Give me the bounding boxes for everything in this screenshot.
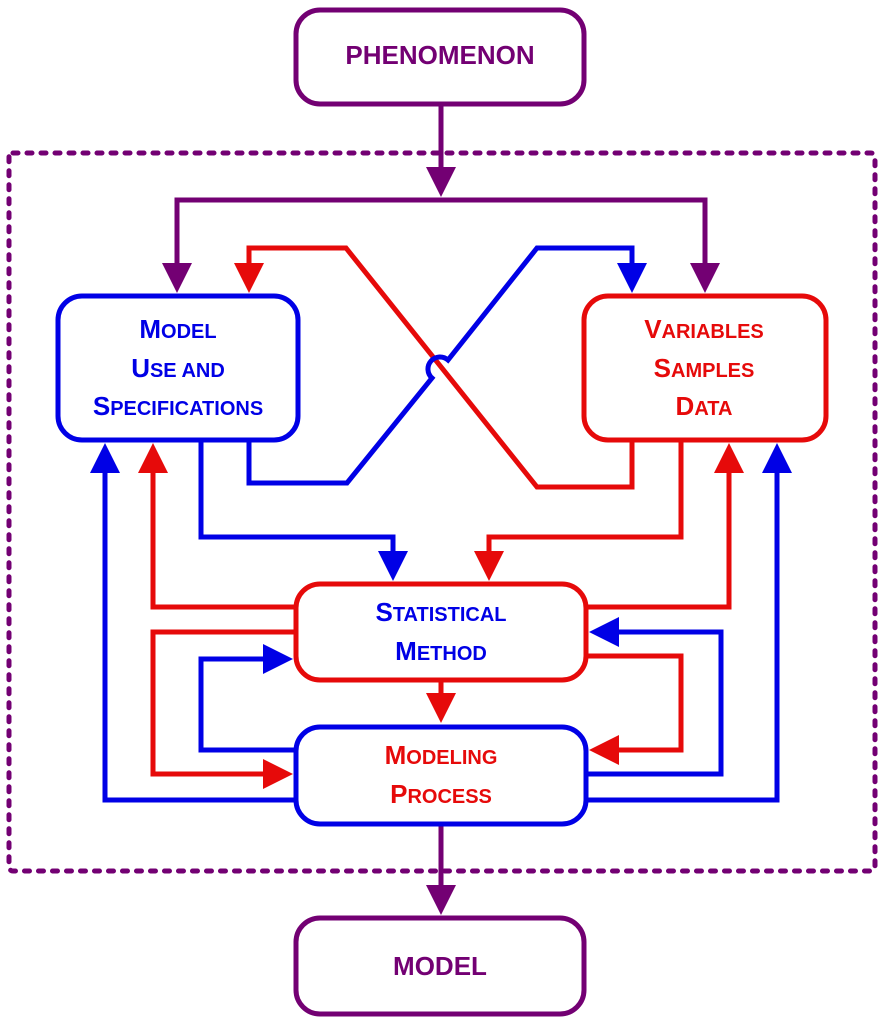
node-modeling-line-1: MODELING xyxy=(385,740,498,770)
node-statistical-line-2: METHOD xyxy=(395,636,487,666)
edge-phenomenon-to-variables xyxy=(441,197,720,293)
node-variables-line-1: VARIABLES xyxy=(644,314,764,344)
node-statistical-method: STATISTICAL METHOD xyxy=(293,581,589,683)
node-modeling-line-2: PROCESS xyxy=(390,779,492,809)
node-model-use-line-1: MODEL xyxy=(139,314,216,344)
edge-phenomenon-to-model-use xyxy=(162,197,441,293)
edge-statistical-to-variables xyxy=(586,443,744,610)
node-model-use-line-3: SPECIFICATIONS xyxy=(93,391,263,421)
node-phenomenon: PHENOMENON xyxy=(293,7,587,107)
edge-modeling-to-variables xyxy=(586,443,792,803)
node-variables: VARIABLES SAMPLES DATA xyxy=(581,293,829,443)
node-model-use: MODEL USE AND SPECIFICATIONS xyxy=(55,293,301,443)
edge-model-use-to-statistical xyxy=(198,440,408,581)
node-model-use-line-2: USE AND xyxy=(131,353,225,383)
node-phenomenon-label: PHENOMENON xyxy=(345,40,534,70)
node-model-label: MODEL xyxy=(393,951,487,981)
edge-modeling-to-statistical-left xyxy=(198,644,296,753)
edge-variables-to-model-use xyxy=(234,245,635,490)
node-model: MODEL xyxy=(293,915,587,1017)
node-variables-line-3: DATA xyxy=(676,391,733,421)
edge-modeling-to-statistical-right xyxy=(586,617,724,777)
edge-statistical-to-modeling-right xyxy=(586,653,684,765)
node-variables-line-2: SAMPLES xyxy=(654,353,755,383)
edge-model-use-to-variables xyxy=(246,245,647,486)
edge-modeling-to-model-use xyxy=(90,443,296,803)
edge-statistical-to-model-use xyxy=(138,443,296,610)
node-statistical-line-1: STATISTICAL xyxy=(375,597,506,627)
edge-statistical-to-modeling-left xyxy=(150,629,296,789)
node-modeling-process: MODELING PROCESS xyxy=(293,724,589,827)
edge-variables-to-statistical xyxy=(474,440,684,581)
